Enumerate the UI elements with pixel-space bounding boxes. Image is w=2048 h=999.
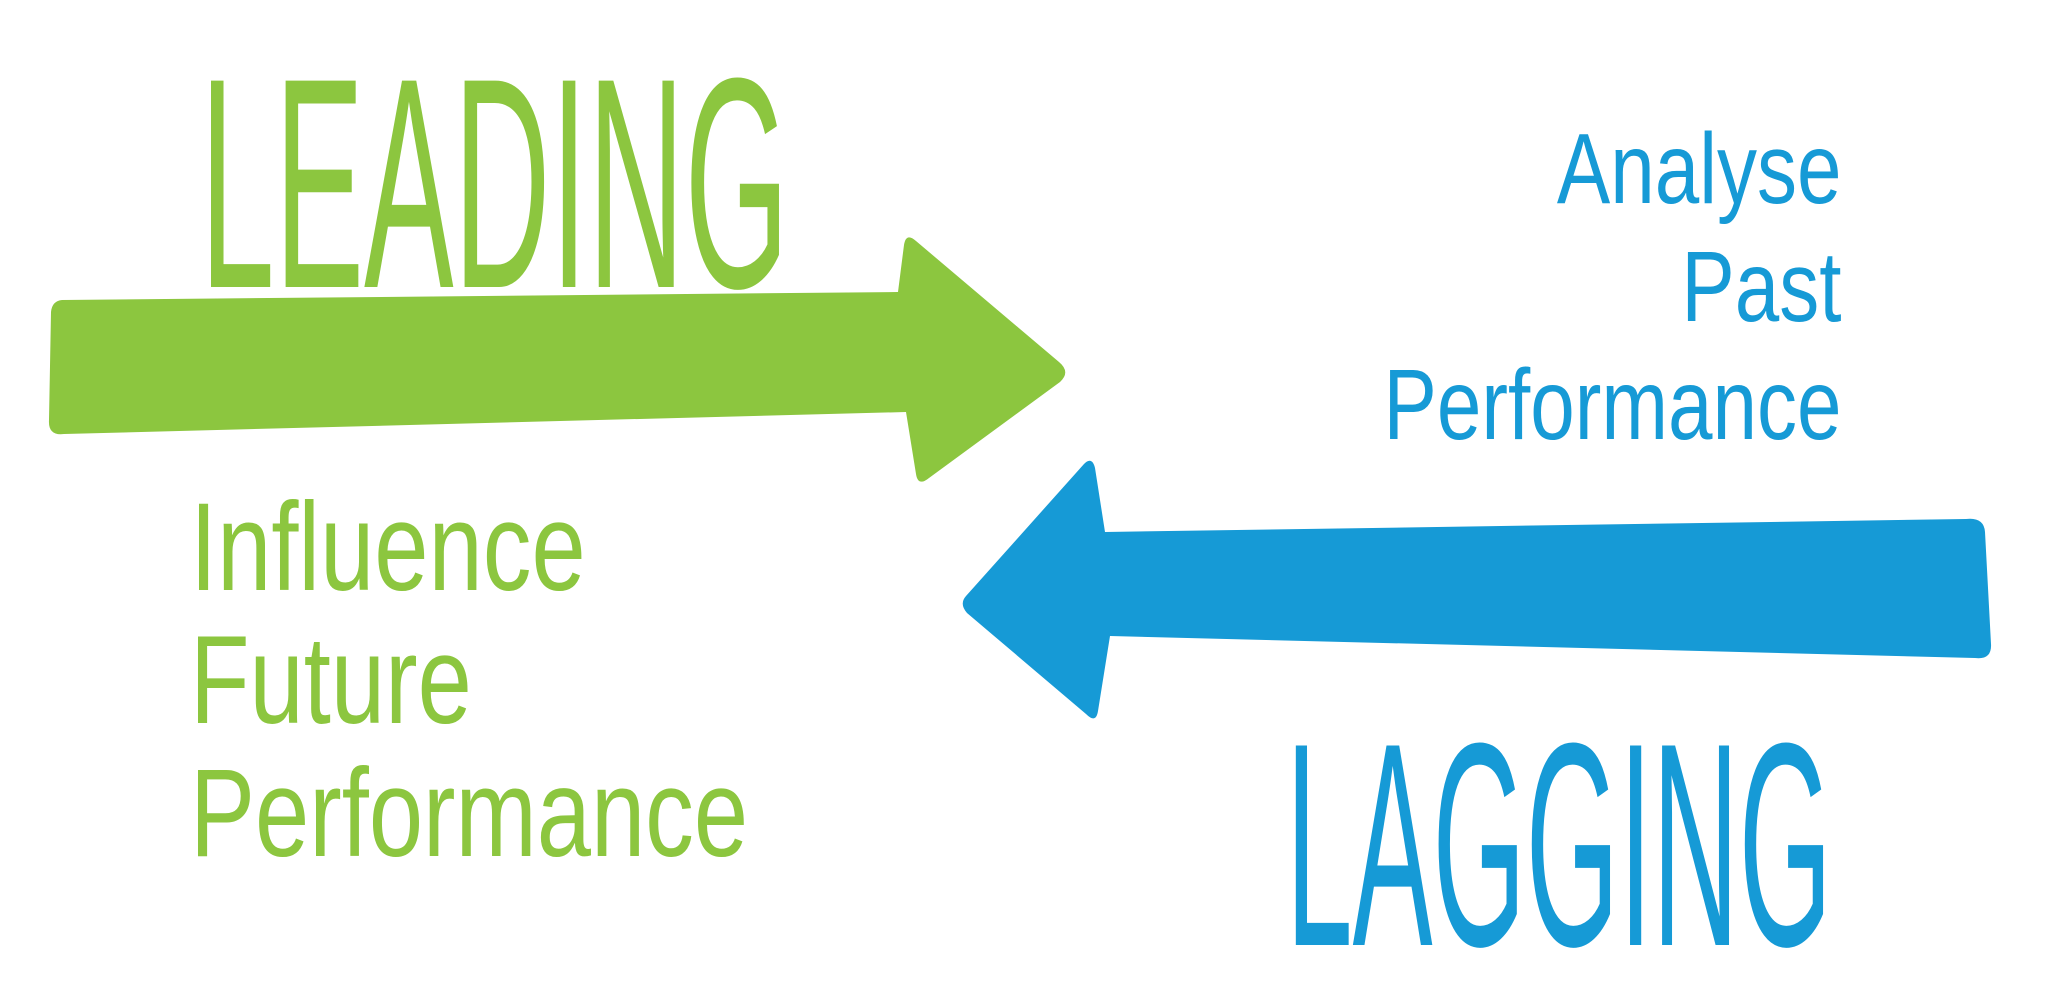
lagging-title: LAGGING xyxy=(1286,683,1832,999)
leading-description-line-1: Influence xyxy=(190,478,586,617)
leading-description-line-3: Performance xyxy=(190,744,749,883)
lagging-description-line-2: Past xyxy=(1680,231,1841,343)
leading-arrow-right-icon xyxy=(48,237,1066,482)
leading-title: LEADING xyxy=(200,15,789,351)
lagging-description-line-3: Performance xyxy=(1383,349,1841,461)
leading-description-line-2: Future xyxy=(190,611,472,750)
lagging-description-line-1: Analyse xyxy=(1556,113,1841,225)
leading-description: Influence Future Performance xyxy=(190,481,748,880)
lagging-arrow-left-icon xyxy=(962,460,1992,719)
lagging-description: Analyse Past Performance xyxy=(1383,110,1841,464)
